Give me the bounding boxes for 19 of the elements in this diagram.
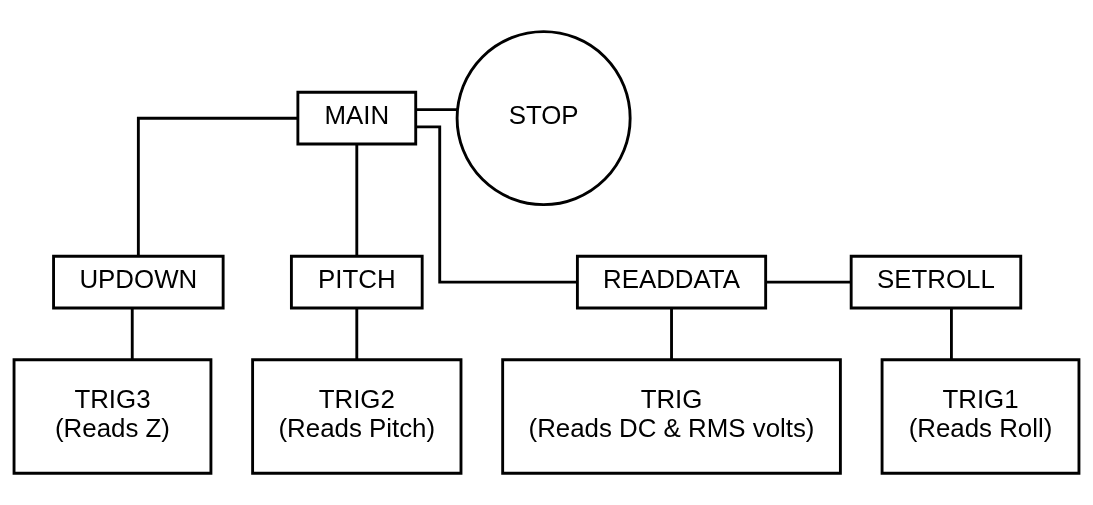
connector <box>136 116 298 257</box>
connector <box>765 280 851 284</box>
connector <box>415 125 578 284</box>
connector <box>415 108 458 112</box>
node-box: SETROLL <box>849 254 1023 310</box>
node-box: READDATA <box>575 254 768 310</box>
node-circle: STOP <box>455 30 632 207</box>
connector <box>355 308 359 360</box>
connector <box>355 144 359 256</box>
node-box: MAIN <box>296 90 418 146</box>
connector <box>670 308 673 360</box>
node-box: UPDOWN <box>52 254 225 310</box>
node-box: PITCH <box>289 254 424 310</box>
node-box: TRIG (Reads DC & RMS volts) <box>501 358 842 475</box>
node-box: TRIG2 (Reads Pitch) <box>251 358 463 475</box>
connector <box>949 308 953 360</box>
node-box: TRIG3 (Reads Z) <box>12 358 213 475</box>
node-box: TRIG1 (Reads Roll) <box>880 358 1081 475</box>
connector <box>130 308 134 360</box>
